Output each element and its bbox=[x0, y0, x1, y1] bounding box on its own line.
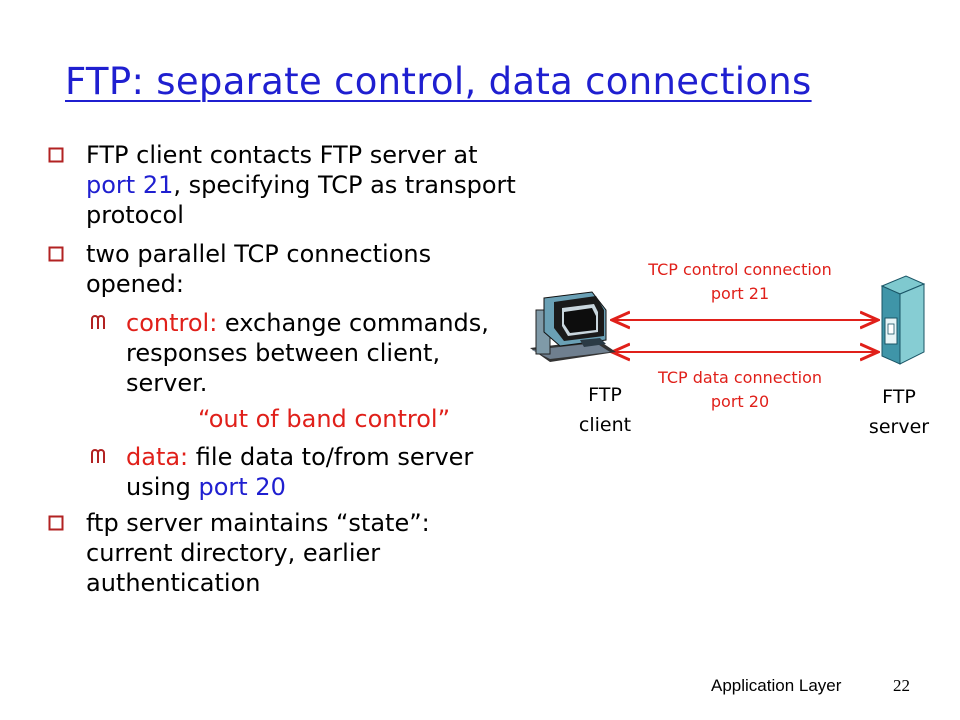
control-connection-label: TCP control connection port 21 bbox=[620, 258, 860, 306]
slide-title: FTP: separate control, data connections bbox=[65, 60, 812, 103]
ftp-server-icon bbox=[880, 275, 926, 365]
bullet-text: FTP client contacts FTP server at bbox=[86, 141, 478, 169]
sub-bullet-control: control: exchange commands, responses be… bbox=[72, 308, 518, 398]
control-connection-label-line1: TCP control connection bbox=[648, 260, 832, 279]
diagram-graphics bbox=[530, 275, 926, 365]
ftp-client-label: FTP client bbox=[560, 380, 650, 440]
ftp-client-computer-icon bbox=[530, 291, 616, 362]
port-20-text: port 20 bbox=[198, 473, 286, 501]
checkbox-bullet-icon bbox=[48, 515, 64, 531]
checkbox-bullet-icon bbox=[48, 147, 64, 163]
port-21-text: port 21 bbox=[86, 171, 174, 199]
ftp-server-label: FTP server bbox=[854, 382, 944, 442]
sub-bullet-icon bbox=[91, 315, 105, 329]
page-number: 22 bbox=[893, 676, 910, 695]
footer-section: Application Layer bbox=[711, 676, 842, 695]
ftp-server-label-line2: server bbox=[868, 416, 930, 438]
bullet-two-parallel-connections: two parallel TCP connections opened: bbox=[48, 239, 518, 299]
data-connection-label: TCP data connection port 20 bbox=[620, 366, 860, 414]
bullet-text: , specifying TCP as transport protocol bbox=[86, 171, 516, 229]
control-keyword: control: bbox=[126, 309, 218, 337]
data-keyword: data: bbox=[126, 443, 189, 471]
sub-bullet-data: data: file data to/from server using por… bbox=[72, 442, 518, 502]
sub-bullet-text: file data to/from server using bbox=[126, 443, 474, 501]
ftp-client-label-line1: FTP bbox=[588, 384, 622, 406]
bullet-ftp-server-state: ftp server maintains “state”: current di… bbox=[48, 508, 518, 598]
checkbox-bullet-icon bbox=[48, 246, 64, 262]
bullet-text: ftp server maintains “state”: current di… bbox=[86, 509, 430, 597]
ftp-client-label-line2: client bbox=[578, 414, 632, 436]
out-of-band-quote: “out of band control” bbox=[198, 405, 451, 433]
bullet-ftp-client-contacts: FTP client contacts FTP server at port 2… bbox=[48, 140, 518, 230]
sub-bullet-text: exchange commands, responses between cli… bbox=[126, 309, 489, 397]
bullet-list: FTP client contacts FTP server at port 2… bbox=[48, 140, 518, 607]
control-connection-label-line2: port 21 bbox=[710, 284, 770, 303]
sub-bullet-icon bbox=[91, 449, 105, 463]
data-connection-label-line2: port 20 bbox=[710, 392, 770, 411]
bullet-text: two parallel TCP connections opened: bbox=[86, 240, 432, 298]
data-connection-label-line1: TCP data connection bbox=[657, 368, 823, 387]
ftp-server-label-line1: FTP bbox=[882, 386, 916, 408]
ftp-connection-diagram: TCP control connection port 21 TCP data … bbox=[520, 240, 940, 470]
